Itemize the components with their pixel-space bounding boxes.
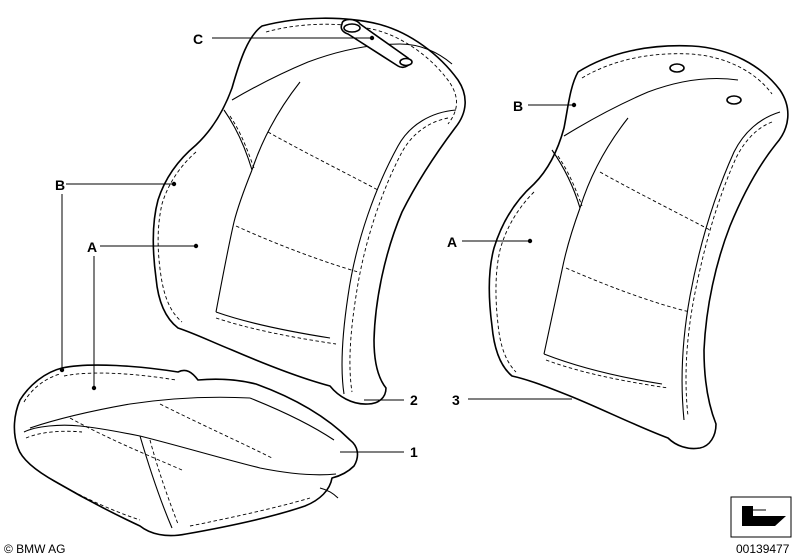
seat-cushion <box>13 364 359 537</box>
callout-1: 1 <box>410 444 418 460</box>
leader-lines <box>59 35 577 453</box>
callout-b-right: B <box>513 98 523 114</box>
left-backrest <box>152 17 466 405</box>
seat-cushion-outline <box>13 364 359 537</box>
callout-2: 2 <box>410 392 418 408</box>
callout-b-left: B <box>55 177 65 193</box>
diagram-number: 00139477 <box>736 542 790 556</box>
right-backrest-hole-left <box>669 63 685 73</box>
direction-arrow-icon <box>730 496 792 538</box>
right-backrest-outline <box>488 44 789 450</box>
left-backrest-outline <box>152 17 466 405</box>
right-backrest <box>488 44 789 450</box>
right-backrest-hole-right <box>726 95 742 105</box>
brand-label: © BMW AG <box>4 542 66 556</box>
callout-a-right: A <box>447 234 457 250</box>
callout-3: 3 <box>452 392 460 408</box>
callout-c: C <box>193 31 203 47</box>
callout-a-left: A <box>87 239 97 255</box>
